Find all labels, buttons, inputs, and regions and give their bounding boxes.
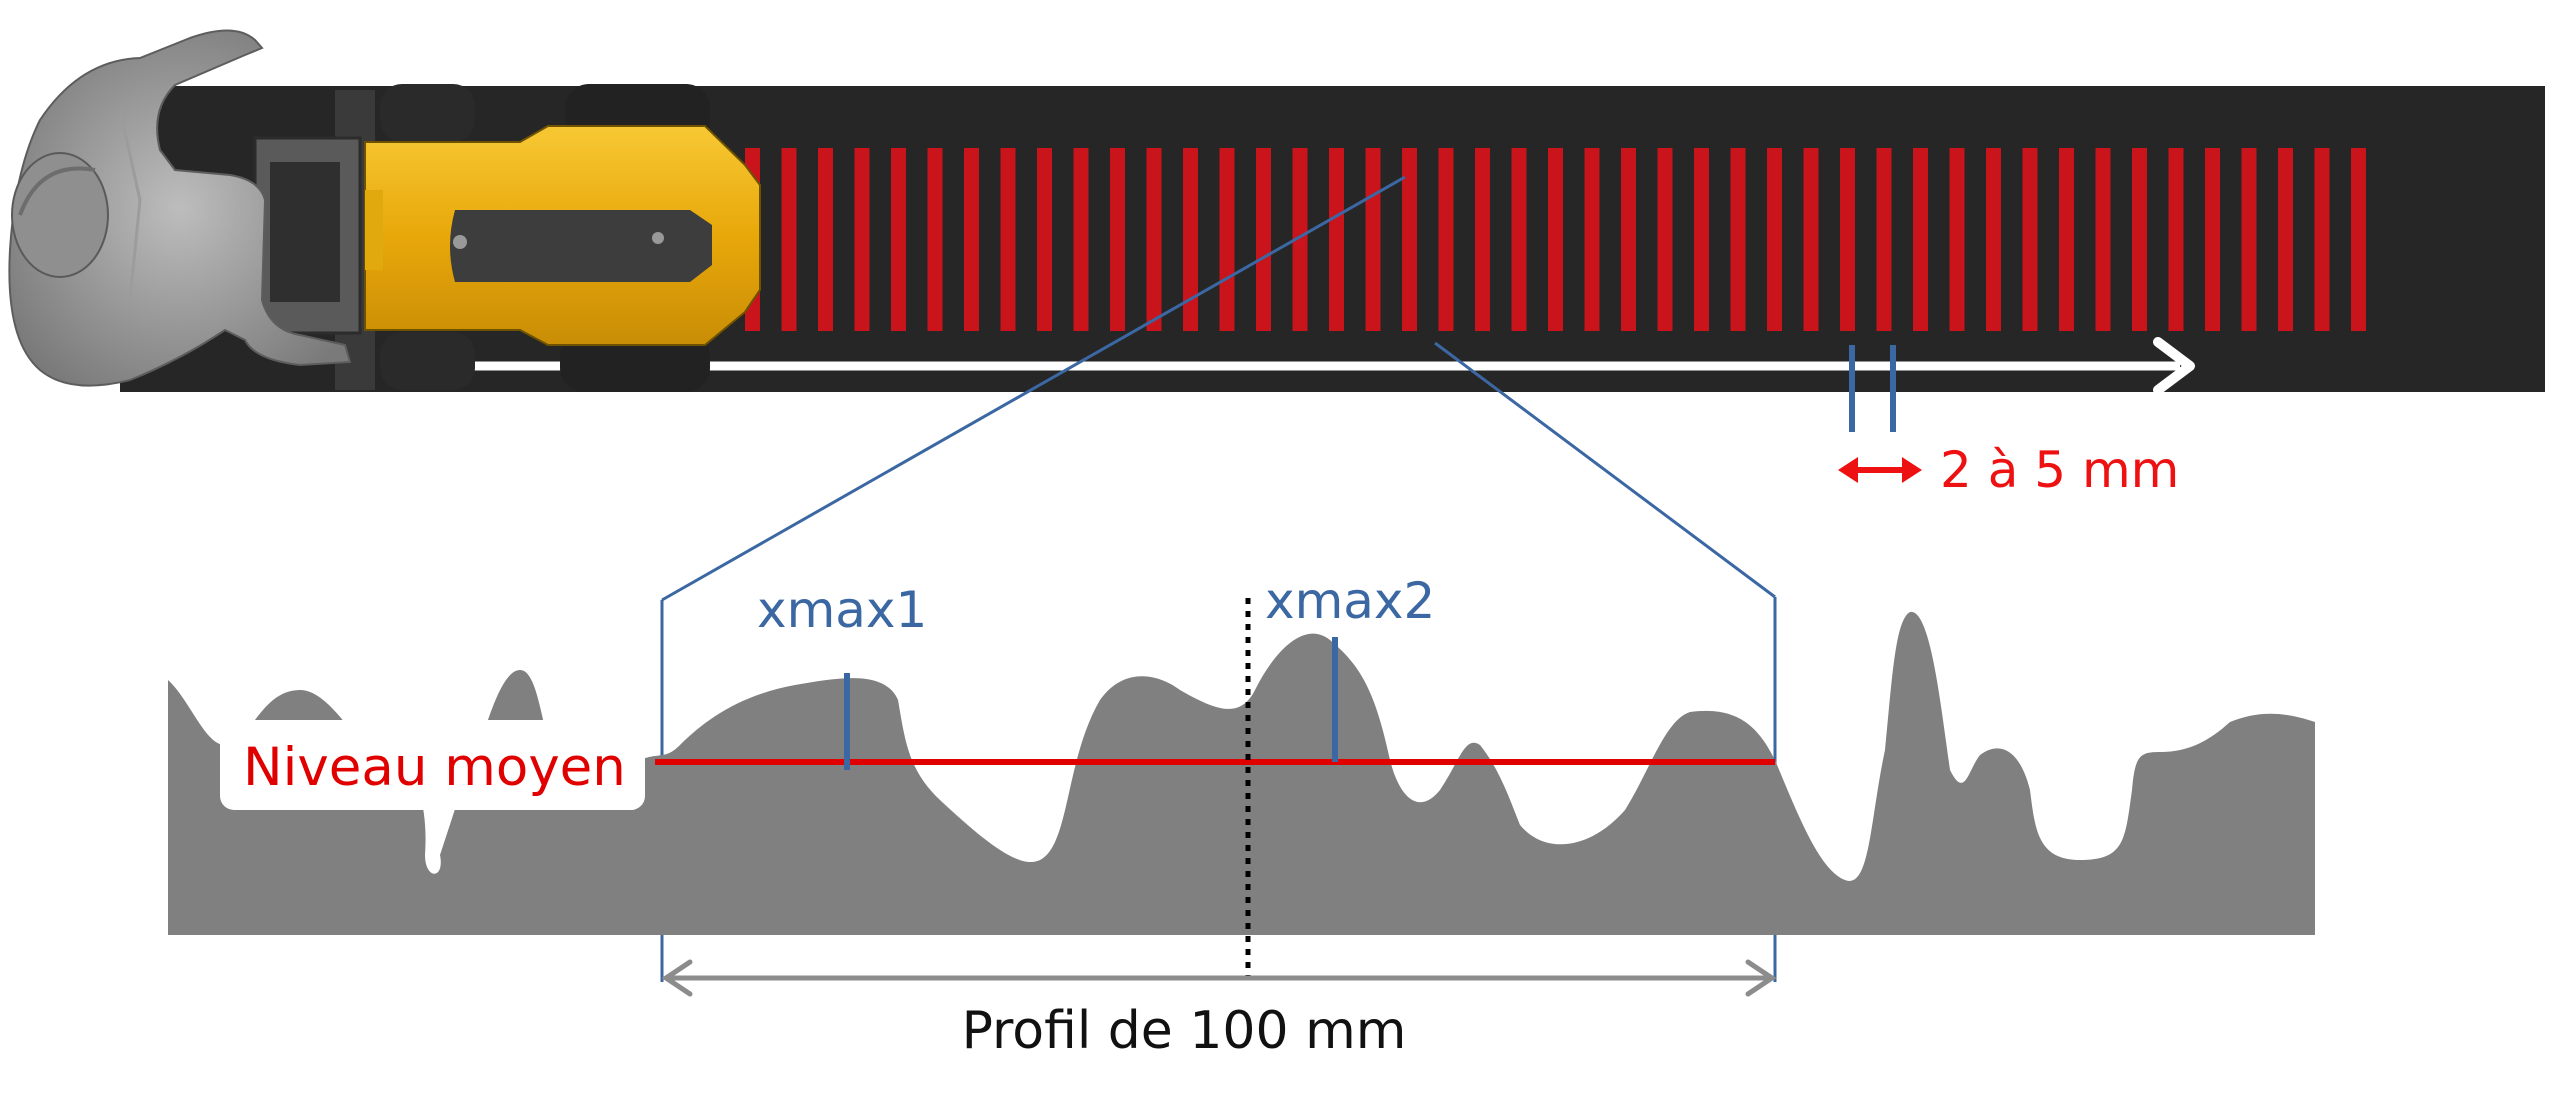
laser-stripe — [1438, 148, 1454, 331]
laser-stripe — [1694, 148, 1709, 331]
laser-stripe — [1730, 148, 1746, 331]
xmax1-label: xmax1 — [757, 581, 927, 639]
person-walking-icon — [8, 29, 352, 387]
laser-stripe — [1256, 148, 1271, 331]
laser-stripe — [1037, 148, 1052, 331]
laser-stripe — [1073, 148, 1089, 331]
laser-stripe — [891, 148, 906, 331]
spacing-label: 2 à 5 mm — [1940, 441, 2179, 499]
mean-level-label: Niveau moyen — [243, 737, 626, 798]
laser-stripe — [2022, 148, 2038, 331]
laser-stripe — [1767, 148, 1782, 331]
profile-length-label: Profil de 100 mm — [962, 1001, 1407, 1061]
laser-stripe — [2241, 148, 2257, 331]
laser-stripe — [2132, 148, 2147, 331]
laser-stripe — [964, 148, 979, 331]
laser-stripe — [854, 148, 870, 331]
laser-stripe — [1548, 148, 1563, 331]
laser-stripe — [1913, 148, 1928, 331]
double-arrow-icon — [1838, 457, 1922, 483]
laser-stripe — [1584, 148, 1600, 331]
laser-stripe — [2059, 148, 2074, 331]
laser-stripe — [2351, 148, 2366, 331]
laser-stripe — [1475, 148, 1490, 331]
laser-stripe — [1110, 148, 1125, 331]
xmax2-label: xmax2 — [1265, 572, 1435, 630]
laser-stripe — [1146, 148, 1162, 331]
laser-stripe — [781, 148, 797, 331]
mean-level-label-bg — [220, 720, 645, 810]
laser-stripe — [1511, 148, 1527, 331]
laser-stripe — [1183, 148, 1198, 331]
laser-stripe — [2314, 148, 2330, 331]
laser-stripe — [1219, 148, 1235, 331]
laser-stripe — [2168, 148, 2184, 331]
laser-stripe — [818, 148, 833, 331]
laser-stripe — [1292, 148, 1308, 331]
laser-stripe — [1876, 148, 1892, 331]
laser-stripe — [1840, 148, 1855, 331]
laser-stripe — [2278, 148, 2293, 331]
laser-stripe — [1949, 148, 1965, 331]
laser-stripe — [1000, 148, 1016, 331]
laser-stripe — [1621, 148, 1636, 331]
measurement-robot-icon — [253, 84, 761, 392]
laser-stripe — [1803, 148, 1819, 331]
laser-stripe — [1365, 148, 1381, 331]
laser-stripe — [927, 148, 943, 331]
laser-stripe — [1329, 148, 1344, 331]
laser-stripe — [1986, 148, 2001, 331]
profile-length-dimension — [661, 959, 1777, 997]
laser-stripe — [2205, 148, 2220, 331]
laser-stripe — [2095, 148, 2111, 331]
laser-stripe — [1402, 148, 1417, 331]
surface-profile — [168, 611, 2315, 935]
laser-stripes — [745, 148, 2366, 331]
laser-stripe — [1657, 148, 1673, 331]
